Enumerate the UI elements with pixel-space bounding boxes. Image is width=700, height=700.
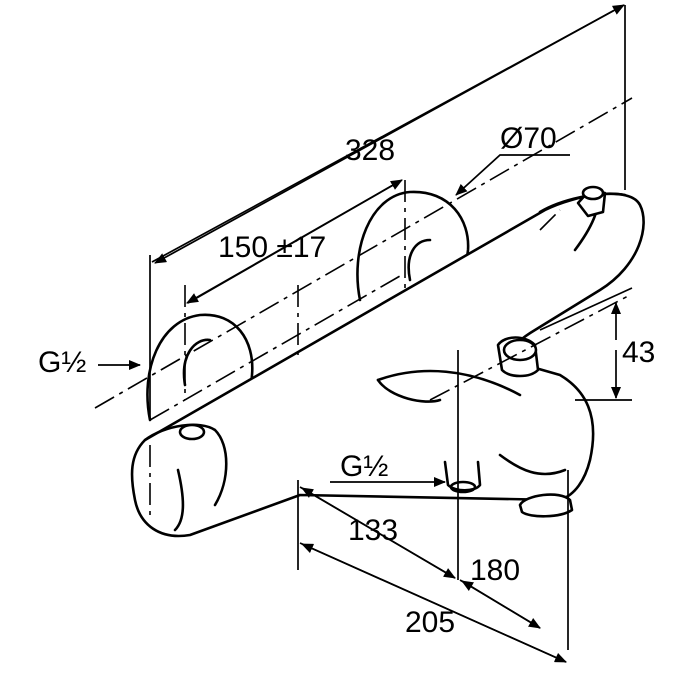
label-180: 180	[470, 554, 520, 587]
label-133: 133	[348, 514, 398, 547]
label-diameter-70: Ø70	[500, 122, 557, 155]
label-150-tolerance: 150 ±17	[218, 231, 326, 264]
label-328: 328	[345, 134, 395, 167]
dimension-lines	[98, 4, 625, 663]
mixer-body	[130, 185, 645, 538]
label-outlet-thread: G½	[340, 450, 388, 483]
label-205: 205	[405, 606, 455, 639]
extension-lines	[149, 5, 633, 650]
center-lines	[94, 97, 633, 520]
label-43: 43	[622, 336, 655, 369]
label-inlet-thread: G½	[38, 346, 86, 379]
dimension-labels: 328 150 ±17 Ø70 G½ 43 G½ 133 180 205	[38, 122, 655, 639]
